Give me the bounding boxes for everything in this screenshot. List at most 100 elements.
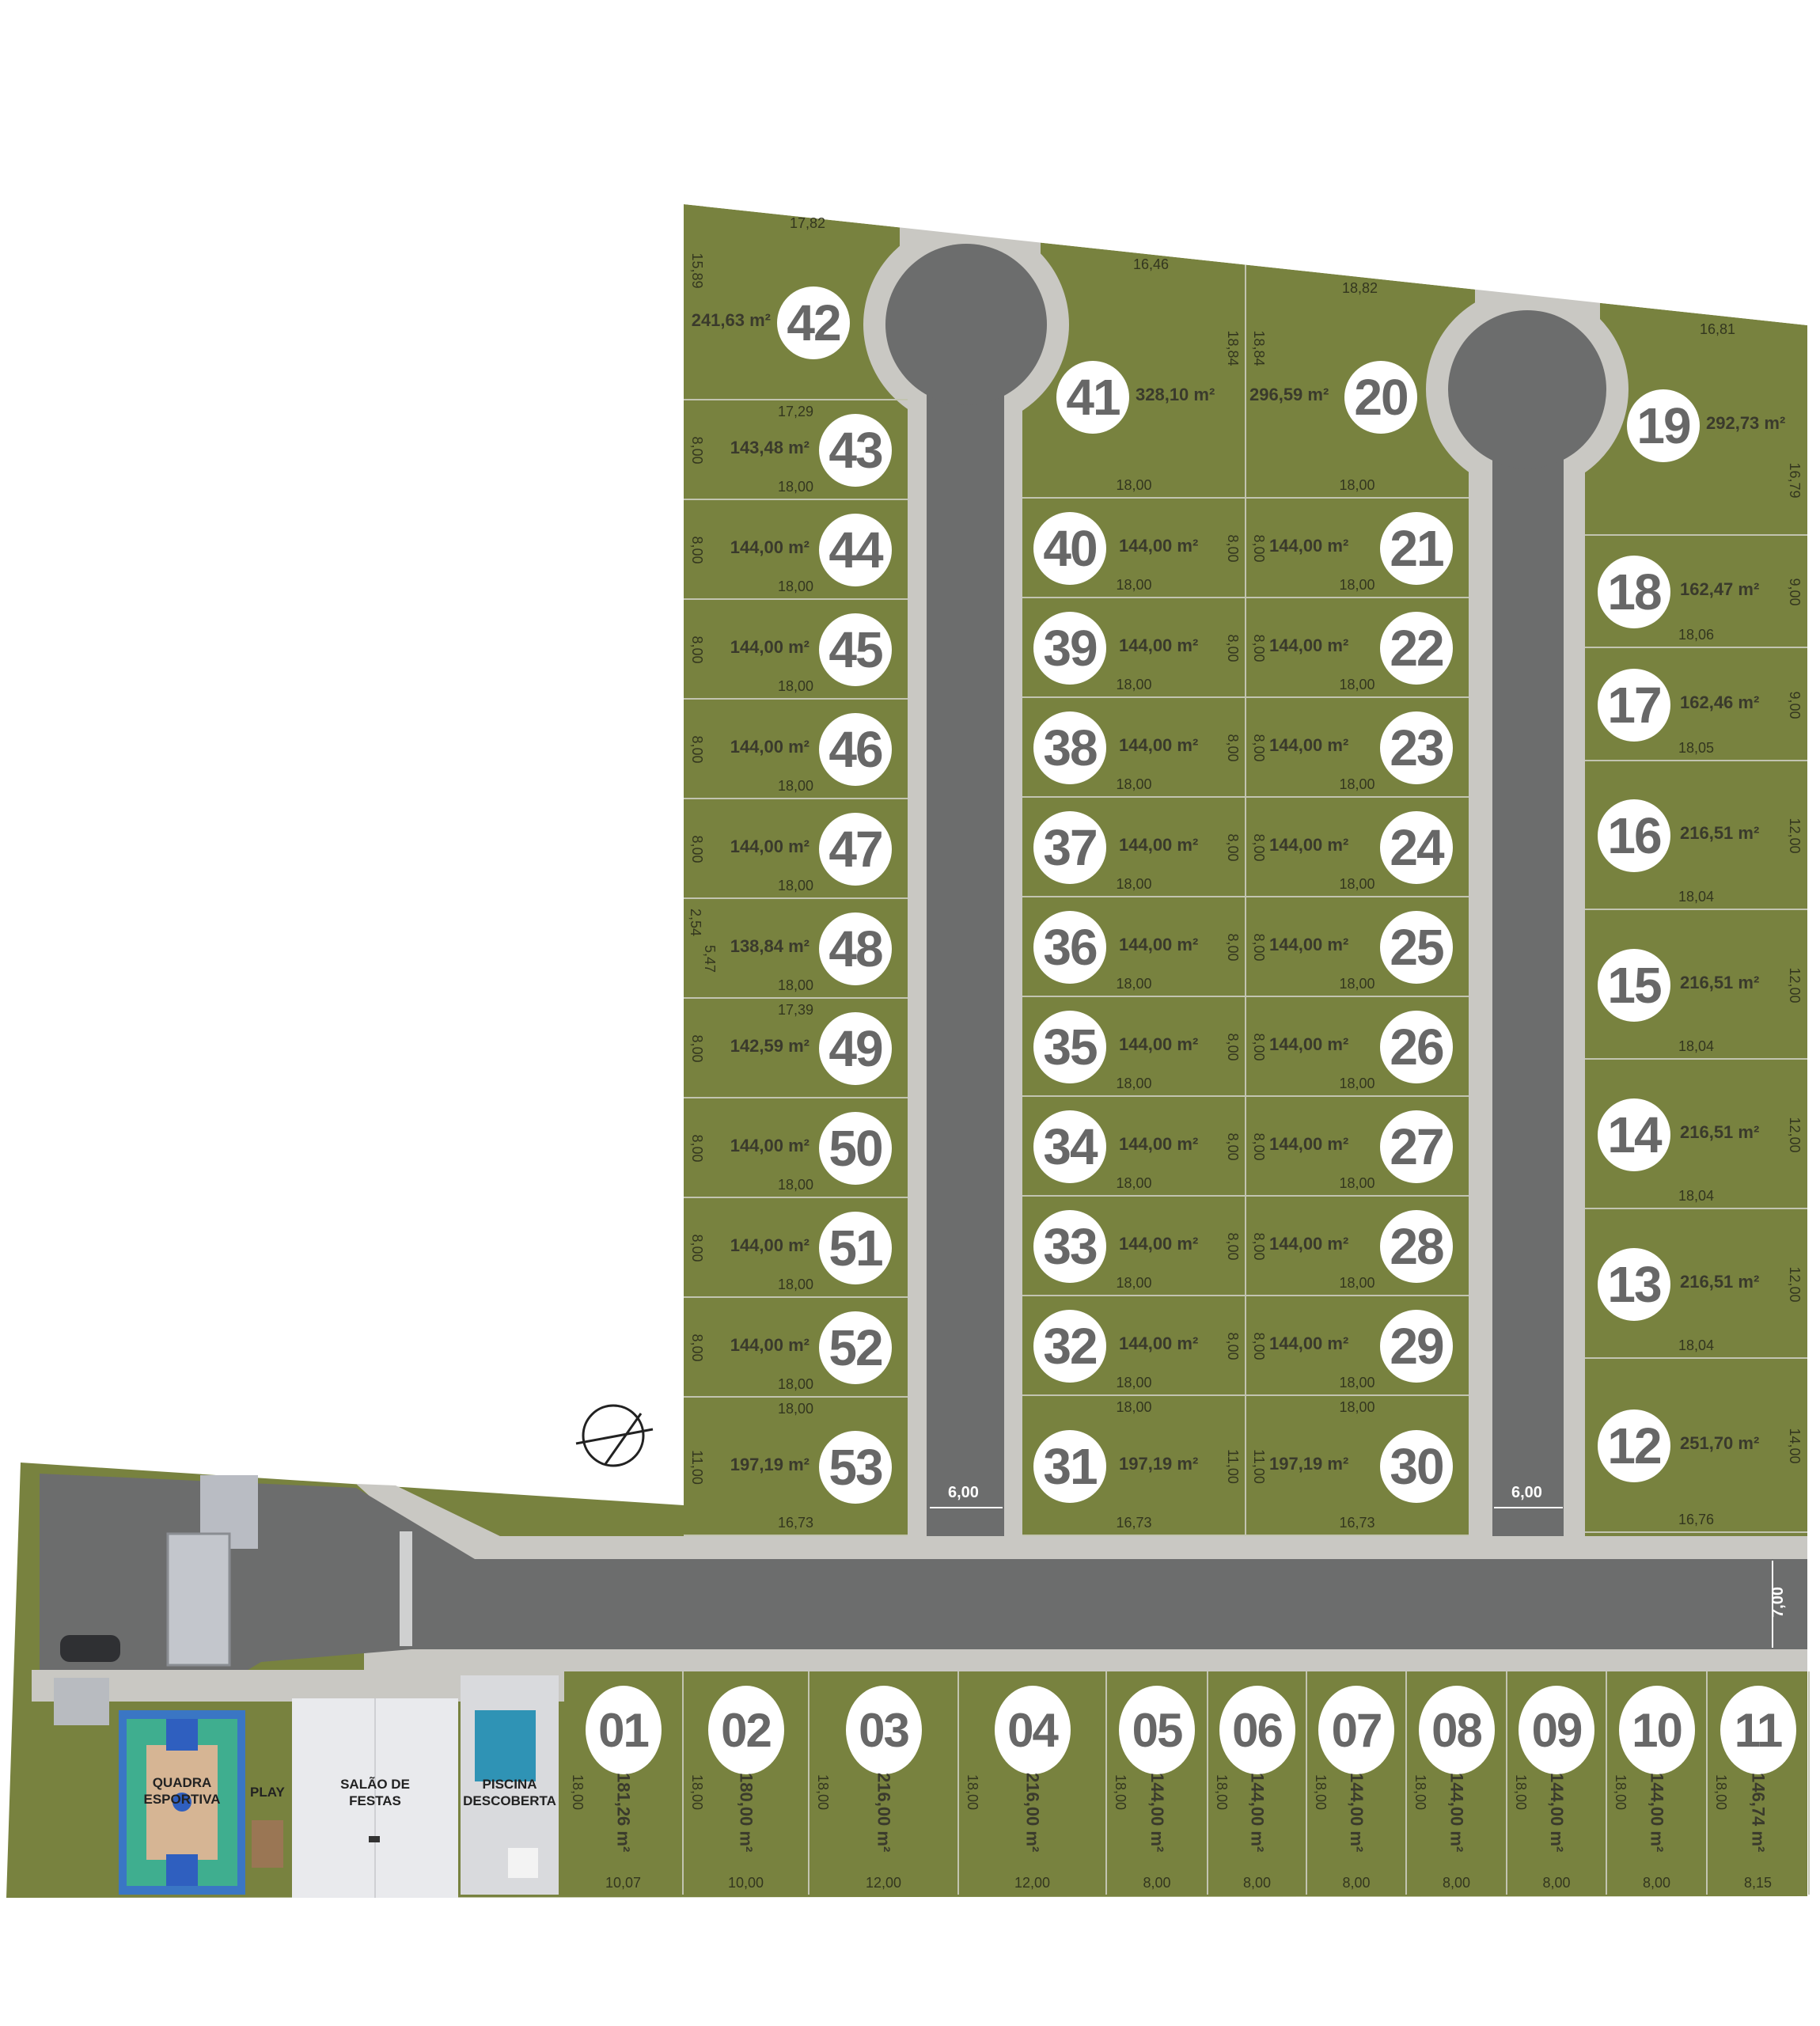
- lot-area: 144,00 m²: [1119, 935, 1199, 954]
- lot-area: 143,48 m²: [730, 438, 810, 457]
- lot-area: 216,51 m²: [1680, 1121, 1760, 1142]
- lot-dimension-top: 17,39: [777, 1002, 814, 1018]
- lot-dimension-bottom: 18,00: [1339, 1076, 1375, 1091]
- lot-dimension-left: 8,00: [689, 1034, 705, 1063]
- lot-dimension-bottom: 18,00: [777, 1177, 814, 1193]
- lot-dimension-left: 18,00: [570, 1774, 586, 1811]
- lot-area: 144,00 m²: [1119, 735, 1199, 755]
- lot-area: 144,00 m²: [1119, 1234, 1199, 1254]
- lot-dimension-right: 8,00: [1225, 734, 1241, 762]
- lot-dimension-bottom: 18,00: [777, 1376, 814, 1392]
- sidewalk-diagonal: [356, 1484, 506, 1563]
- lot-number-badge: 08: [1418, 1686, 1495, 1774]
- lot-dimension-top: 17,82: [790, 215, 826, 231]
- lot-dimension-left: 18,00: [1513, 1774, 1529, 1811]
- lot-dimension-bottom: 18,00: [777, 678, 814, 694]
- play-equipment: [252, 1820, 283, 1868]
- lot-dimension-bottom: 18,00: [1339, 1275, 1375, 1291]
- lot-dimension-left: 8,00: [1251, 1133, 1267, 1161]
- lot-area: 144,00 m²: [1119, 635, 1199, 655]
- lot-number-badge: 12: [1598, 1409, 1670, 1482]
- party-hall-vent: [369, 1836, 380, 1842]
- outside-right: [1808, 317, 1820, 1899]
- guardhouse: [54, 1678, 109, 1725]
- lot-area: 144,00 m²: [1347, 1773, 1367, 1853]
- lot-area: 144,00 m²: [1269, 835, 1349, 855]
- lot-dimension-left: 18,00: [1713, 1774, 1729, 1811]
- lot-number-badge: 11: [1720, 1686, 1796, 1774]
- lot-area: 216,51 m²: [1680, 823, 1760, 843]
- lot-dimension-bottom: 10,00: [727, 1875, 764, 1891]
- play-area-label: PLAY: [250, 1785, 285, 1800]
- lot-area: 180,00 m²: [736, 1773, 756, 1853]
- lot-dimension-right: 12,00: [1787, 818, 1803, 854]
- lot-dimension-right: 8,00: [1225, 534, 1241, 563]
- lot-dimension-right: 18,84: [1225, 330, 1241, 366]
- lot-area: 197,19 m²: [1119, 1453, 1199, 1474]
- lot-dimension-bottom: 18,00: [1116, 776, 1152, 792]
- lot-dimension-bottom: 18,00: [1116, 1275, 1152, 1291]
- lot-dimension-bottom: 8,15: [1743, 1875, 1773, 1891]
- lot-area: 144,00 m²: [1269, 1334, 1349, 1353]
- lot-dimension-bottom: 8,00: [1143, 1875, 1171, 1891]
- lot-dimension-right: 16,79: [1787, 462, 1803, 499]
- lot-number-badge: 21: [1380, 512, 1453, 585]
- lot-dimension-bottom: 18,00: [1116, 876, 1152, 892]
- lot-number-badge: 13: [1598, 1247, 1670, 1321]
- lot-dimension-right: 8,00: [1225, 634, 1241, 662]
